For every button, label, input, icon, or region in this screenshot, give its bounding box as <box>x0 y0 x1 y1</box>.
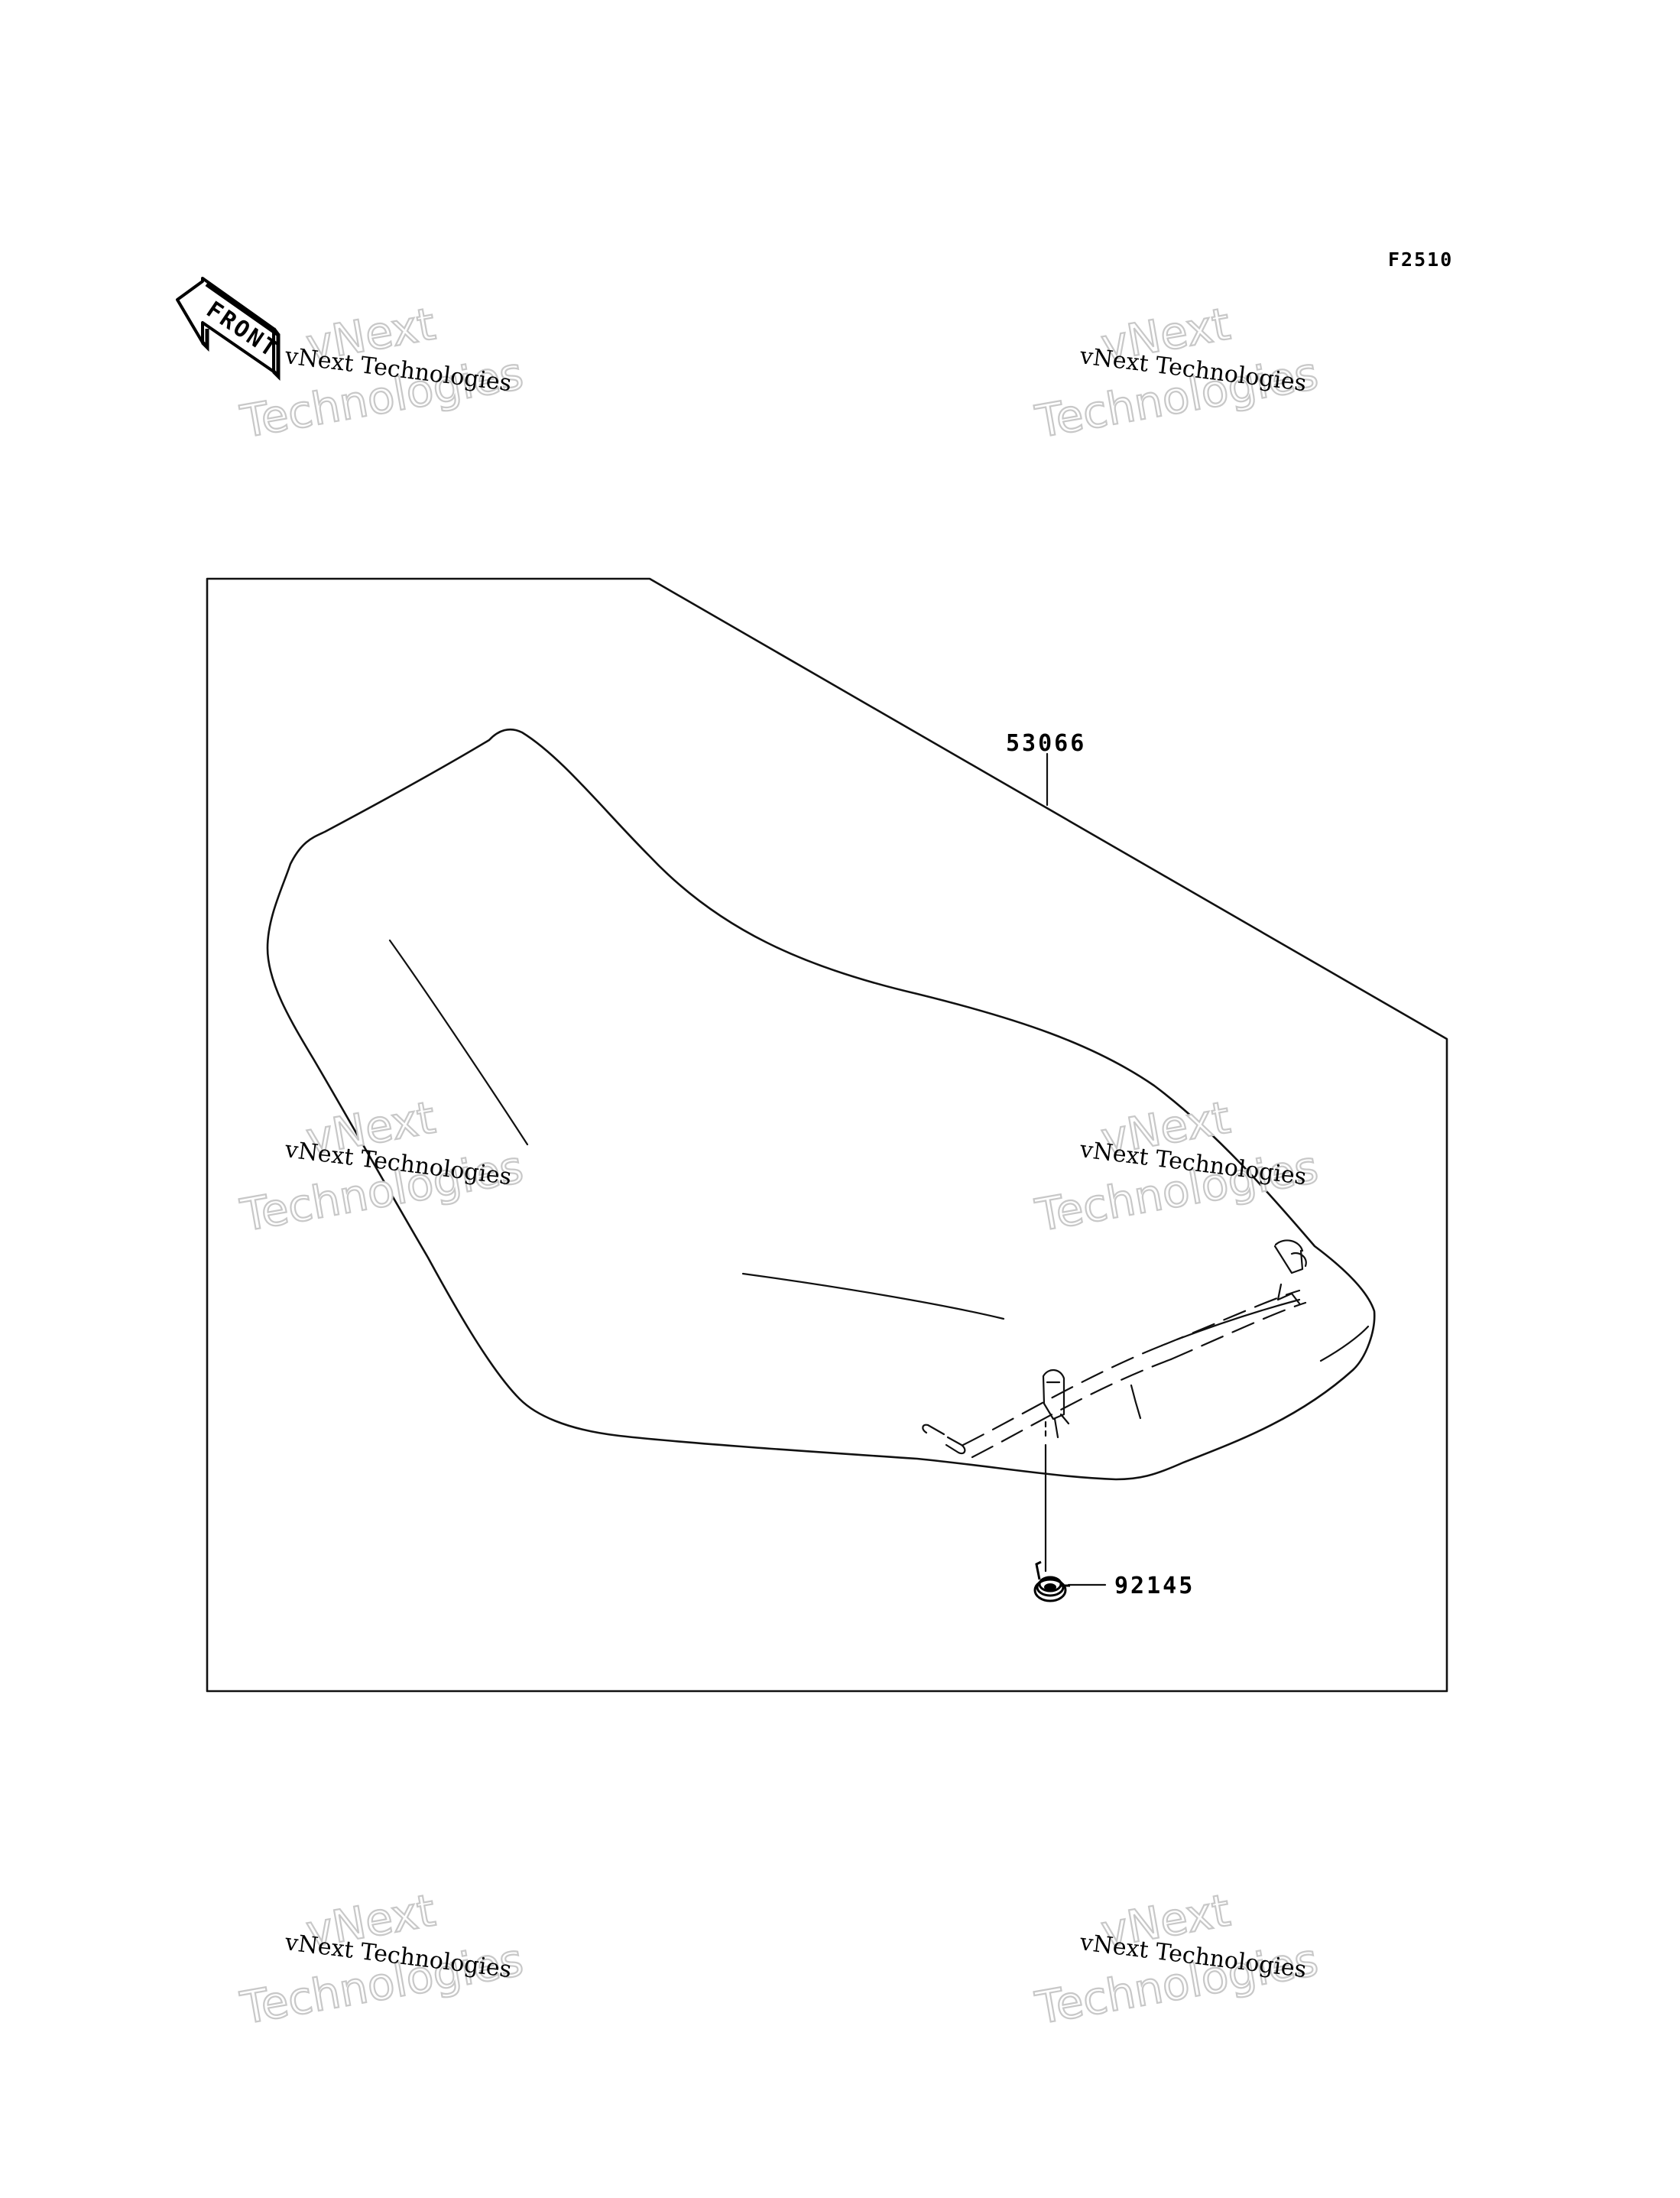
watermark: vNext Technologies vNext Technologies <box>1031 1883 1323 2035</box>
part-label-92145: 92145 <box>1114 1573 1195 1599</box>
assembly-frame <box>206 577 1448 1693</box>
seat-crease-short <box>1130 1384 1142 1420</box>
seat-latch-rod <box>922 1239 1307 1459</box>
seat-crease-middle <box>741 1272 1005 1320</box>
front-arrow-icon: FRONT <box>176 277 283 381</box>
seat-outline <box>266 728 1376 1481</box>
spring-icon <box>1033 1560 1070 1602</box>
seat-crease-left <box>388 939 529 1146</box>
watermark: vNext Technologies vNext Technologies <box>236 1090 528 1242</box>
seat-crease-right <box>1319 1325 1370 1362</box>
diagram-code: F2510 <box>1388 248 1453 271</box>
watermark: vNext Technologies vNext Technologies <box>1031 297 1323 449</box>
part-label-53066: 53066 <box>1006 730 1086 757</box>
watermark: vNext Technologies vNext Technologies <box>236 297 528 449</box>
watermark: vNext Technologies vNext Technologies <box>236 1883 528 2035</box>
watermark: vNext Technologies vNext Technologies <box>1031 1090 1323 1242</box>
